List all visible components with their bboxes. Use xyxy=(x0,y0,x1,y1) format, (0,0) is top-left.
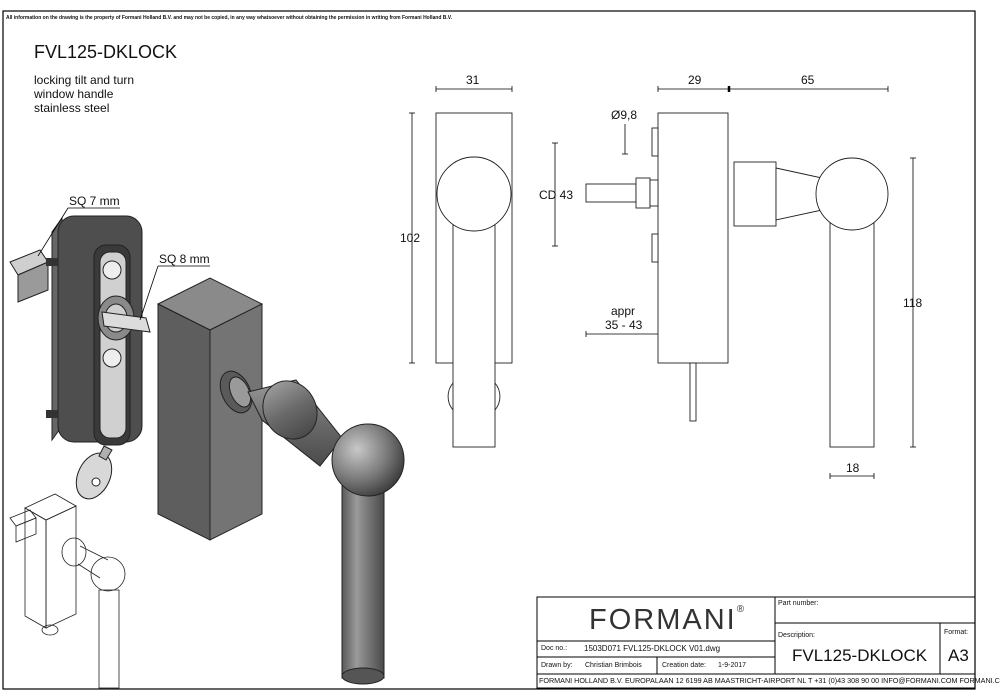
doc-no-value: 1503D071 FVL125-DKLOCK V01.dwg xyxy=(584,644,721,653)
description-value: FVL125-DKLOCK xyxy=(792,646,928,665)
drawing-title: FVL125-DKLOCK xyxy=(34,42,178,62)
brand-logo: FORMANI® xyxy=(589,604,746,637)
description-line-3: stainless steel xyxy=(34,101,110,115)
dim-spindle-diameter: Ø9,8 xyxy=(611,108,638,122)
brand-name: FORMANI xyxy=(589,604,737,636)
iso-line-drawing xyxy=(9,493,126,689)
format-value: A3 xyxy=(948,646,969,665)
description-line-1: locking tilt and turn xyxy=(34,73,135,87)
doc-no-label: Doc no.: xyxy=(541,645,568,652)
dim-height-front: 102 xyxy=(400,231,421,245)
dim-handle-length: 118 xyxy=(903,296,923,310)
iso-handle xyxy=(219,370,405,685)
format-label: Format: xyxy=(944,629,969,636)
front-view xyxy=(435,112,513,448)
description-label: Description: xyxy=(778,632,815,639)
dim-appr-label: appr xyxy=(611,304,636,318)
dimension-lines xyxy=(409,86,916,479)
dim-cd: CD 43 xyxy=(539,188,574,202)
callout-sq7: SQ 7 mm xyxy=(69,194,120,208)
creation-date-label: Creation date: xyxy=(662,662,706,669)
company-footer: FORMANI HOLLAND B.V. EUROPALAAN 12 6199 … xyxy=(539,676,1000,685)
dim-width-front: 31 xyxy=(466,73,480,87)
leader-sq7 xyxy=(37,207,120,257)
leader-sq8 xyxy=(139,265,210,321)
sheet-border xyxy=(2,10,976,690)
description-line-2: window handle xyxy=(34,87,114,101)
creation-date-value: 1-9-2017 xyxy=(718,662,747,669)
drawn-by-label: Drawn by: xyxy=(541,662,573,669)
dim-depth-base: 29 xyxy=(688,73,702,87)
registered-mark: ® xyxy=(736,604,747,615)
drawn-by-value: Christian Brimbois xyxy=(585,662,642,669)
side-view xyxy=(585,112,889,448)
title-block-grid xyxy=(536,596,976,689)
part-number-label: Part number: xyxy=(778,600,819,607)
dim-appr-range: 35 - 43 xyxy=(605,318,643,332)
disclaimer-text: All information on the drawing is the pr… xyxy=(6,15,453,21)
iso-square-rose xyxy=(156,277,264,541)
dim-grip-width: 18 xyxy=(846,461,860,475)
callout-sq8: SQ 8 mm xyxy=(159,252,210,266)
iso-lock-base xyxy=(9,215,151,500)
dim-depth-handle: 65 xyxy=(801,73,815,87)
